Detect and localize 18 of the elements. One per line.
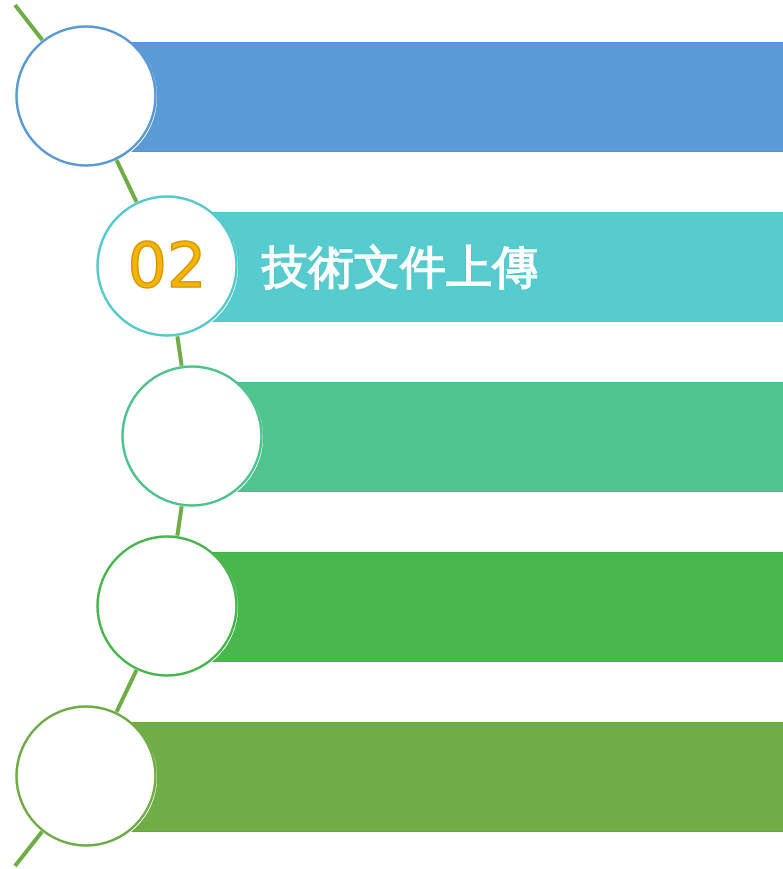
circle-badge xyxy=(15,705,157,847)
band xyxy=(236,382,783,492)
band xyxy=(212,552,783,662)
band xyxy=(212,212,783,322)
connector-line xyxy=(175,336,184,366)
connector-line xyxy=(13,830,44,868)
step-number: 02 xyxy=(128,235,206,297)
band xyxy=(130,722,783,832)
circle-badge xyxy=(96,195,238,337)
connector-line xyxy=(175,506,184,536)
connector-line xyxy=(114,669,138,713)
step-title: 技術文件上傳 xyxy=(262,244,538,290)
circle-badge xyxy=(15,25,157,167)
band xyxy=(130,42,783,152)
circle-badge xyxy=(96,535,238,677)
connector-line xyxy=(13,4,44,42)
circle-badge xyxy=(121,365,263,507)
connector-line xyxy=(114,159,138,203)
